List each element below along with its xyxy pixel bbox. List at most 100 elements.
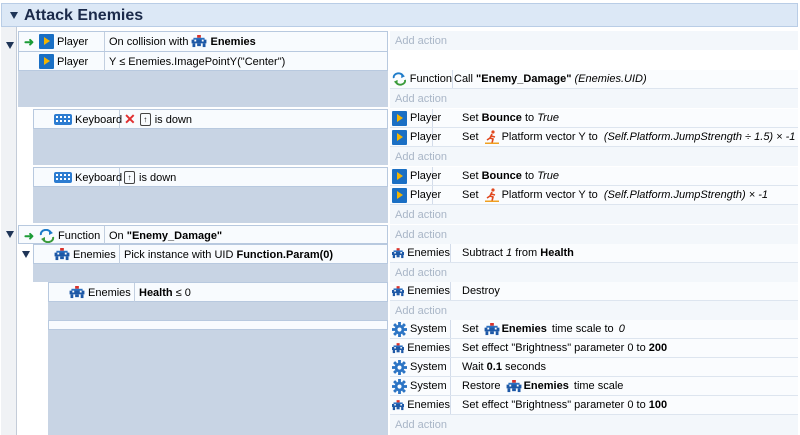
trigger-arrow-icon: ➜	[24, 34, 35, 49]
action-object-label: Player	[410, 170, 442, 182]
subevent-block-3	[48, 320, 388, 435]
condition-text[interactable]: Health ≤ 0	[139, 283, 191, 302]
action-text-part: Platform vector Y to	[501, 189, 601, 201]
condition-text[interactable]: ✕ ↑ is down	[124, 110, 192, 129]
action-object[interactable]: Function	[392, 70, 453, 88]
condition-object-label: Player	[57, 55, 89, 68]
collapse-triangle-icon[interactable]	[10, 12, 18, 19]
action-italic: (Self.Platform.JumpStrength ÷ 1.5) × -1	[603, 131, 796, 143]
action-text-part: Set	[462, 323, 482, 335]
condition-text[interactable]: On collision with Enemies	[109, 32, 256, 51]
condition-text[interactable]: Y ≤ Enemies.ImagePointY("Center")	[109, 55, 286, 68]
action-object[interactable]: Player	[392, 167, 441, 185]
event1-conditions[interactable]: ➜ Player On collision with Enemies Playe…	[18, 31, 388, 71]
condition-object[interactable]: Player	[37, 32, 105, 51]
action-text[interactable]: Set Platform vector Y to (Self.Platform.…	[462, 128, 795, 146]
subevent-collapse-icon[interactable]	[22, 251, 30, 258]
action-object[interactable]: System	[392, 377, 451, 395]
add-action-button[interactable]: Add action	[390, 205, 798, 224]
event3-condition[interactable]: Keyboard ↑ is down	[33, 167, 388, 187]
invert-x-icon: ✕	[124, 111, 136, 127]
action-object[interactable]: System	[392, 358, 451, 376]
condition-object[interactable]: Enemies	[67, 283, 135, 302]
add-action-button[interactable]: Add action	[390, 263, 798, 282]
event-collapse-icon[interactable]	[6, 42, 14, 49]
group-header[interactable]: Attack Enemies	[1, 3, 798, 27]
sub3-empty-condition[interactable]	[48, 320, 388, 330]
action-text[interactable]: Destroy	[462, 285, 500, 297]
action-object-label: Player	[410, 131, 442, 143]
action-bold: Bounce	[481, 112, 522, 124]
add-action-button[interactable]: Add action	[390, 415, 798, 435]
add-action-button[interactable]: Add action	[390, 31, 798, 50]
action-object[interactable]: Enemies	[392, 396, 451, 414]
action-row[interactable]: Enemies Set effect "Brightness" paramete…	[390, 339, 798, 358]
condition-object[interactable]: Function	[37, 226, 105, 245]
condition-object[interactable]: Keyboard	[52, 168, 122, 187]
add-action-button[interactable]: Add action	[390, 147, 798, 166]
sub1-condition[interactable]: Enemies Pick instance with UID Function.…	[33, 244, 388, 264]
function-event[interactable]: ➜ Function On "Enemy_Damage"	[18, 225, 388, 245]
action-object[interactable]: System	[392, 320, 451, 338]
action-row[interactable]: Player Set Bounce to True	[390, 167, 798, 186]
function-param: (Enemies.UID)	[574, 73, 647, 85]
action-object-label: System	[410, 323, 447, 335]
action-text[interactable]: Set Enemies time scale to 0	[462, 320, 625, 338]
condition-object-label: Player	[57, 35, 89, 48]
action-row[interactable]: Function Call "Enemy_Damage" (Enemies.UI…	[390, 70, 798, 89]
keyboard-icon	[54, 172, 72, 183]
add-action-button[interactable]: Add action	[390, 89, 798, 108]
action-row[interactable]: System Restore Enemies time scale	[390, 377, 798, 396]
action-object[interactable]: Player	[392, 186, 441, 204]
condition-target: Enemies	[210, 35, 256, 48]
action-row[interactable]: Player Set Bounce to True	[390, 109, 798, 128]
action-object[interactable]: Enemies	[392, 339, 451, 357]
space-invader-icon	[392, 285, 404, 298]
action-bold: Bounce	[481, 170, 522, 182]
action-row[interactable]: Enemies Set effect "Brightness" paramete…	[390, 396, 798, 415]
sub2-condition[interactable]: Enemies Health ≤ 0	[48, 282, 388, 302]
event2-condition[interactable]: Keyboard ✕ ↑ is down	[33, 109, 388, 129]
action-text-part: Subtract	[462, 247, 507, 259]
condition-text[interactable]: ↑ is down	[124, 168, 176, 187]
condition-object[interactable]: Player	[37, 52, 105, 71]
add-action-button[interactable]: Add action	[390, 225, 798, 244]
action-text[interactable]: Subtract 1 from Health	[462, 244, 574, 262]
action-object[interactable]: Player	[392, 109, 441, 127]
action-text[interactable]: Restore Enemies time scale	[462, 377, 623, 395]
condition-object[interactable]: Keyboard	[52, 110, 122, 129]
group-title: Attack Enemies	[24, 7, 144, 24]
action-object[interactable]: Enemies	[392, 282, 451, 300]
function-collapse-icon[interactable]	[6, 231, 14, 238]
action-object-label: System	[410, 380, 447, 392]
action-row[interactable]: Player Set Platform vector Y to (Self.Pl…	[390, 186, 798, 205]
condition-text-label: ≤ 0	[172, 286, 191, 299]
action-text[interactable]: Set Platform vector Y to (Self.Platform.…	[462, 186, 768, 204]
action-text[interactable]: Set effect "Brightness" parameter 0 to 1…	[462, 396, 667, 414]
condition-text[interactable]: Pick instance with UID Function.Param(0)	[124, 245, 333, 264]
action-row[interactable]: Enemies Destroy	[390, 282, 798, 301]
action-object-label: Function	[409, 73, 452, 85]
action-text[interactable]: Wait 0.1 seconds	[462, 358, 546, 376]
action-row[interactable]: System Wait 0.1 seconds	[390, 358, 798, 377]
action-row[interactable]: System Set Enemies time scale to 0	[390, 320, 798, 339]
action-object[interactable]: Enemies	[392, 244, 451, 262]
action-bold: Health	[540, 247, 574, 259]
action-object[interactable]: Player	[392, 128, 441, 146]
add-action-button[interactable]: Add action	[390, 301, 798, 320]
action-text[interactable]: Call "Enemy_Damage" (Enemies.UID)	[454, 70, 647, 88]
space-invader-icon	[506, 380, 522, 393]
action-text[interactable]: Set Bounce to True	[462, 109, 559, 127]
action-row[interactable]: Player Set Platform vector Y to (Self.Pl…	[390, 128, 798, 147]
trigger-arrow-icon: ➜	[24, 228, 35, 243]
action-text[interactable]: Set effect "Brightness" parameter 0 to 2…	[462, 339, 667, 357]
action-object-label: Player	[410, 112, 442, 124]
action-text-part: to	[521, 170, 538, 182]
condition-text[interactable]: On "Enemy_Damage"	[109, 226, 222, 245]
condition-text-label: Pick instance with UID	[124, 248, 237, 261]
condition-object-label: Enemies	[88, 286, 131, 299]
action-text[interactable]: Set Bounce to True	[462, 167, 559, 185]
condition-object-label: Function	[58, 229, 101, 242]
condition-object[interactable]: Enemies	[52, 245, 120, 264]
action-row[interactable]: Enemies Subtract 1 from Health	[390, 244, 798, 263]
